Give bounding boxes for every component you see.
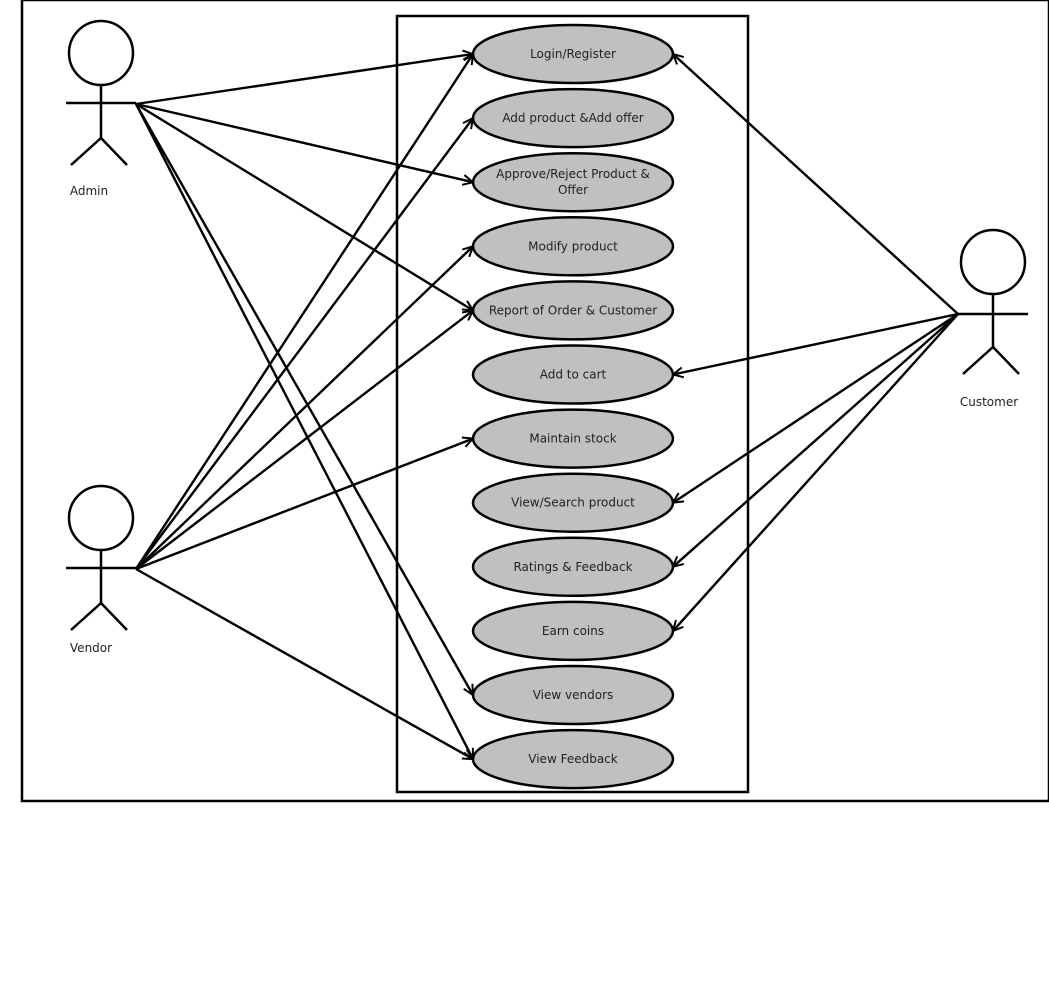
system-boundary bbox=[395, 14, 750, 794]
use-case-ellipse bbox=[471, 664, 675, 726]
use-case-label: Login/Register bbox=[530, 47, 616, 61]
use-case-stock: Maintain stock bbox=[471, 408, 675, 469]
association-vendor-stock bbox=[135, 439, 473, 571]
use-case-ellipse bbox=[471, 344, 675, 405]
use-case-view_feedback: View Feedback bbox=[471, 728, 675, 790]
association-admin-view_vendors bbox=[134, 103, 473, 695]
use-case-label: Modify product bbox=[528, 239, 618, 253]
association-admin-approve bbox=[135, 102, 473, 182]
association-vendor-view_feedback bbox=[135, 567, 473, 759]
actor-right-leg bbox=[100, 137, 128, 166]
actor-vendor: Vendor bbox=[66, 484, 136, 655]
actor-head bbox=[67, 19, 135, 87]
use-case-ellipse bbox=[471, 472, 675, 533]
association-admin-view_feedback bbox=[134, 103, 475, 759]
use-case-add_cart: Add to cart bbox=[471, 344, 675, 405]
use-case-label: Report of Order & Customer bbox=[489, 303, 657, 317]
association-customer-login bbox=[673, 54, 959, 315]
actor-right-leg bbox=[992, 346, 1020, 375]
actor-right-leg bbox=[100, 602, 128, 631]
use-case-view_vendors: View vendors bbox=[471, 664, 675, 726]
actor-admin: Admin bbox=[66, 19, 136, 198]
use-case-ellipse bbox=[471, 408, 675, 469]
association-admin-login bbox=[135, 54, 473, 106]
use-case-ellipse bbox=[471, 536, 675, 598]
use-case-approve: Approve/Reject Product & Offer bbox=[471, 151, 675, 213]
association-admin-report bbox=[135, 102, 473, 310]
use-case-label: Approve/Reject Product & bbox=[496, 167, 650, 181]
association-customer-view_search bbox=[673, 312, 959, 503]
use-case-modify: Modify product bbox=[471, 216, 675, 277]
use-case-label: Ratings & Feedback bbox=[513, 560, 632, 574]
use-case-label: Add to cart bbox=[540, 368, 607, 382]
use-case-label: View Feedback bbox=[528, 752, 617, 766]
use-case-ellipse bbox=[471, 280, 675, 341]
actor-customer: Customer bbox=[958, 228, 1028, 409]
use-case-label: Offer bbox=[558, 183, 588, 197]
use-case-ellipse bbox=[471, 87, 675, 149]
use-case-ellipse bbox=[471, 23, 675, 85]
actor-left-leg bbox=[962, 346, 994, 375]
use-case-view_search: View/Search product bbox=[471, 472, 675, 533]
associations bbox=[134, 54, 959, 759]
use-case-ellipse bbox=[471, 216, 675, 277]
use-case-label: Add product &Add offer bbox=[502, 111, 643, 125]
use-case-label: View/Search product bbox=[511, 496, 635, 510]
association-customer-add_cart bbox=[673, 312, 959, 375]
use-case-ellipse bbox=[471, 600, 675, 662]
use-case-report: Report of Order & Customer bbox=[471, 280, 675, 341]
use-case-ellipse bbox=[471, 728, 675, 790]
actor-label: Admin bbox=[70, 184, 108, 198]
actor-head bbox=[67, 484, 135, 552]
use-case-label: Maintain stock bbox=[529, 432, 616, 446]
use-case-coins: Earn coins bbox=[471, 600, 675, 662]
association-customer-ratings bbox=[673, 313, 959, 567]
association-vendor-add_product bbox=[135, 118, 473, 570]
diagram-frame bbox=[20, 0, 1049, 803]
association-customer-coins bbox=[673, 313, 959, 631]
actor-label: Customer bbox=[960, 395, 1018, 409]
actor-head bbox=[959, 228, 1027, 296]
actor-left-leg bbox=[70, 602, 102, 631]
use-case-label: Earn coins bbox=[542, 624, 604, 638]
use-case-ratings: Ratings & Feedback bbox=[471, 536, 675, 598]
association-vendor-login bbox=[134, 54, 473, 570]
use-case-ellipse bbox=[471, 151, 675, 213]
actor-label: Vendor bbox=[70, 641, 112, 655]
actor-left-leg bbox=[70, 137, 102, 166]
use-case-login: Login/Register bbox=[471, 23, 675, 85]
use-case-label: View vendors bbox=[533, 688, 614, 702]
association-vendor-report bbox=[135, 310, 473, 570]
association-vendor-modify bbox=[135, 246, 473, 570]
use-case-add_product: Add product &Add offer bbox=[471, 87, 675, 149]
